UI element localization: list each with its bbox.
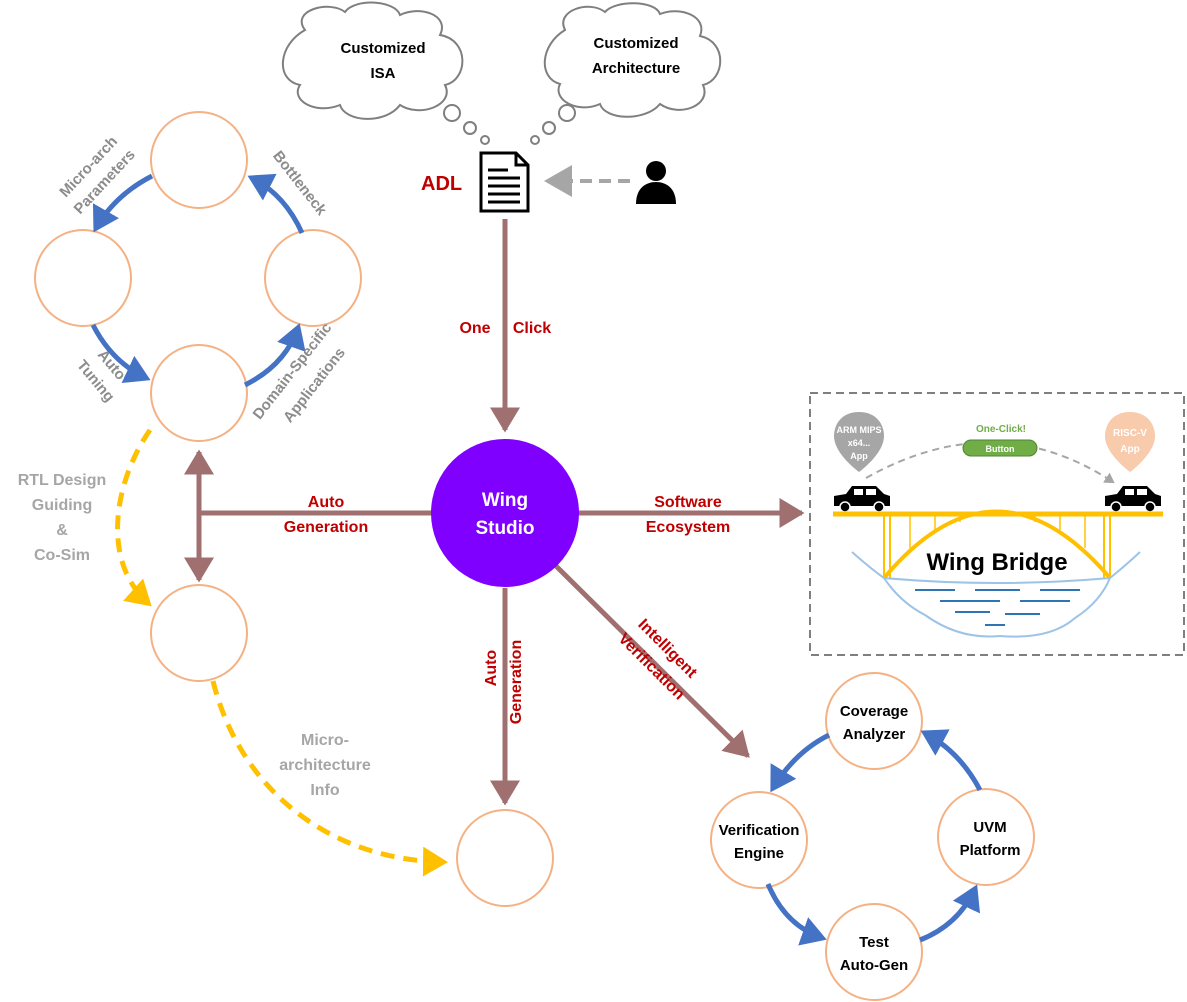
test-line1: Test <box>859 934 889 951</box>
micro-info-line3: Info <box>310 782 340 799</box>
river-outline <box>851 551 1141 638</box>
adl-label: ADL <box>421 173 462 195</box>
map-pin-icon <box>834 412 884 472</box>
left-pin-line2: x64... <box>848 438 871 448</box>
edge-software-line2: Ecosystem <box>646 519 731 536</box>
bridge-one-click-label: One-Click! <box>976 424 1026 435</box>
verif-arrow-1 <box>770 732 831 793</box>
wing-studio-node <box>431 439 579 587</box>
loop-circle-right <box>264 229 362 327</box>
uvm-line1: UVM <box>973 819 1006 836</box>
rtl-line1: RTL Design <box>18 472 107 489</box>
edge-auto-down-line1: Auto <box>483 650 500 687</box>
test-line2: Auto-Gen <box>840 957 908 974</box>
edge-auto-left-line1: Auto <box>308 494 345 511</box>
loop-circle-left <box>34 229 132 327</box>
verif-arrow-2 <box>765 883 827 946</box>
user-icon <box>636 161 676 204</box>
rtl-line4: Co-Sim <box>34 547 90 564</box>
left-pin-line1: ARM MIPS <box>837 425 882 435</box>
thought-isa-line2: ISA <box>370 65 395 82</box>
test-autogen-node <box>825 903 923 1001</box>
verification-engine-node <box>710 791 808 889</box>
river-water <box>915 589 1080 626</box>
bridge-button[interactable] <box>962 439 1038 457</box>
rtl-circle <box>150 584 248 682</box>
coverage-line1: Coverage <box>840 703 908 720</box>
engine-line1: Verification <box>719 822 800 839</box>
coverage-line2: Analyzer <box>843 726 906 743</box>
edge-one-label: One <box>459 320 490 337</box>
edge-auto-left-line2: Generation <box>284 519 368 536</box>
document-icon <box>479 151 530 213</box>
coverage-analyzer-node <box>825 672 923 770</box>
micro-info-line2: architecture <box>279 757 371 774</box>
loop-arrow-micro-arch <box>92 173 154 233</box>
loop-arrow-auto-tuning <box>90 323 151 384</box>
edge-click-label: Click <box>513 320 551 337</box>
left-pin-line3: App <box>850 451 868 461</box>
edge-software-line1: Software <box>654 494 722 511</box>
edge-auto-down-line2: Generation <box>508 640 525 724</box>
thought-cloud-icon <box>282 1 490 145</box>
loop-arrow-domain <box>243 323 306 388</box>
loop-arrow-bottleneck <box>247 173 305 235</box>
thought-isa-line1: Customized <box>340 40 425 57</box>
loop-circle-bottom <box>150 344 248 442</box>
intelligent-verification-arrow <box>554 564 750 758</box>
bridge-structure <box>833 509 1163 580</box>
rtl-line3: & <box>56 522 68 539</box>
thought-arch-line2: Architecture <box>592 60 680 77</box>
map-pin-icon <box>1105 412 1155 472</box>
center-line2: Studio <box>475 518 534 539</box>
thought-arch-line1: Customized <box>593 35 678 52</box>
rtl-line2: Guiding <box>32 497 92 514</box>
uvm-line2: Platform <box>960 842 1021 859</box>
right-pin-line2: App <box>1120 444 1139 455</box>
micro-info-line1: Micro- <box>301 732 349 749</box>
uvm-platform-node <box>937 788 1035 886</box>
bridge-button-label: Button <box>986 444 1015 454</box>
wing-bridge-title: Wing Bridge <box>926 549 1067 576</box>
bottleneck-label: Bottleneck <box>269 148 330 219</box>
rtl-guiding-arrow <box>115 428 153 607</box>
right-pin-line1: RISC-V <box>1113 428 1147 439</box>
verif-arrow-3 <box>919 884 981 943</box>
output-circle <box>456 809 554 907</box>
loop-circle-top <box>150 111 248 209</box>
thought-cloud-icon <box>530 2 722 145</box>
car-icon <box>834 486 890 513</box>
verif-arrow-4 <box>920 729 983 792</box>
center-line1: Wing <box>482 490 528 511</box>
engine-line2: Engine <box>734 845 784 862</box>
